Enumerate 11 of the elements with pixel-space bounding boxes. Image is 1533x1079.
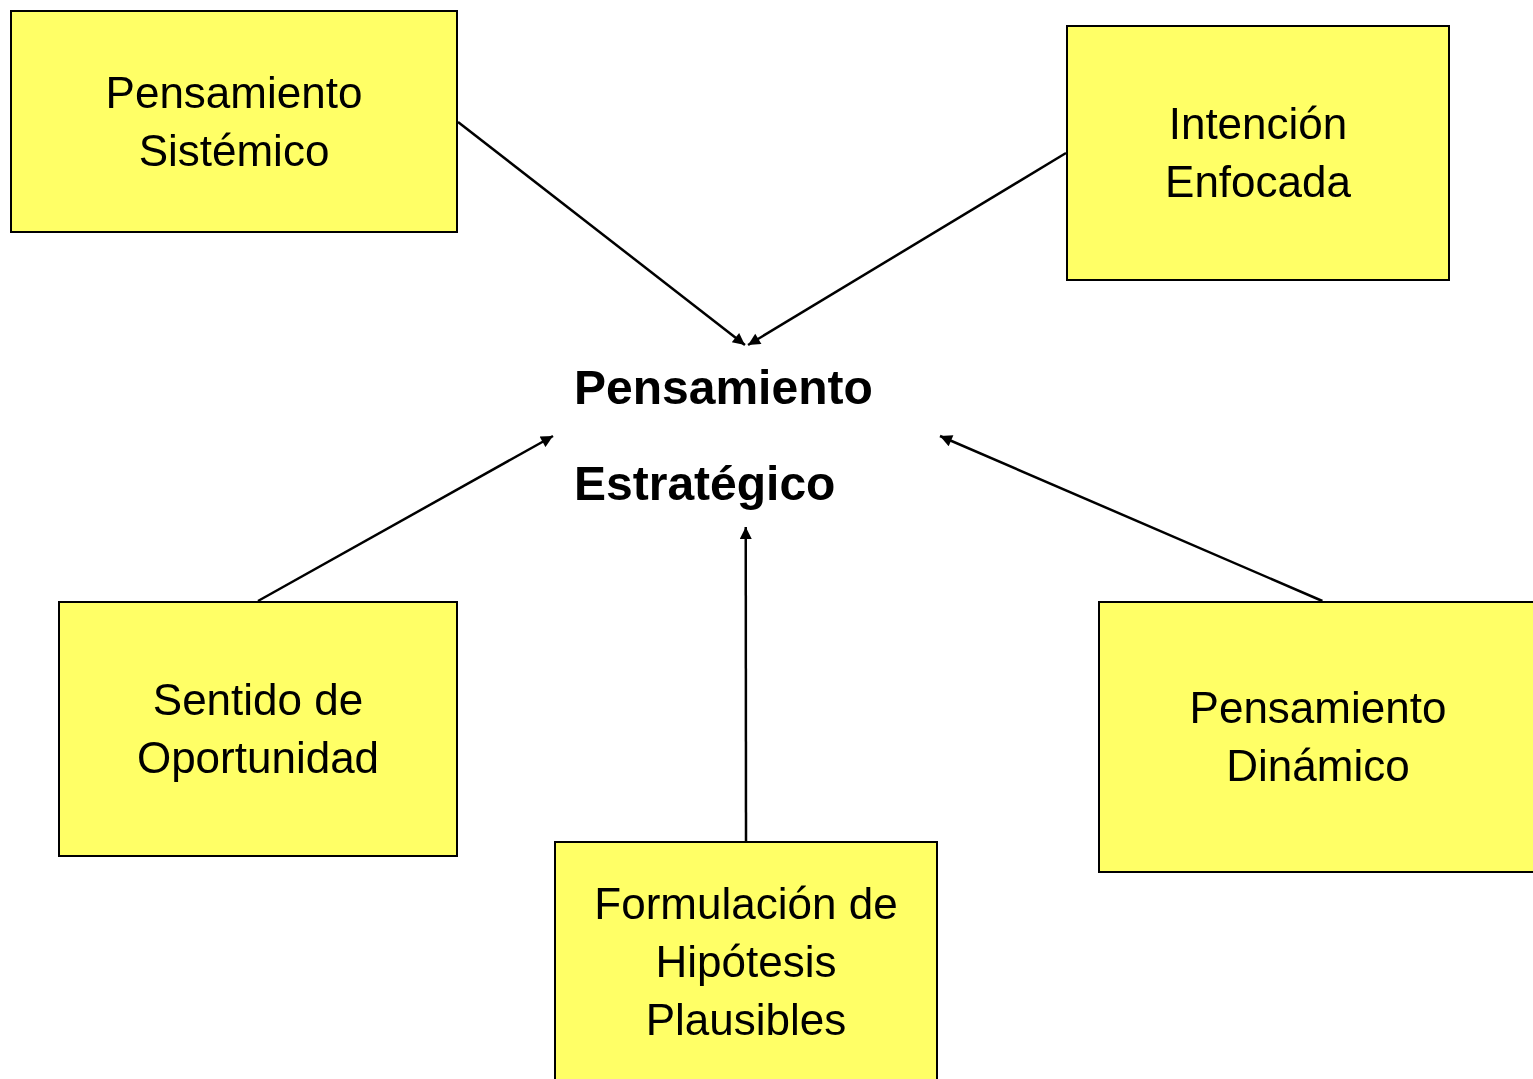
arrow	[457, 120, 746, 346]
arrow	[939, 434, 1323, 603]
concept-box: Pensamiento Dinámico	[1098, 601, 1533, 873]
central-concept: Pensamiento Estratégico	[553, 345, 940, 527]
arrow	[257, 434, 554, 603]
arrow	[739, 527, 752, 841]
concept-box: Formulación de Hipótesis Plausibles	[554, 841, 938, 1079]
concept-box: Pensamiento Sistémico	[10, 10, 458, 233]
concept-box: Sentido de Oportunidad	[58, 601, 458, 857]
concept-box: Intención Enfocada	[1066, 25, 1450, 281]
arrow	[747, 151, 1067, 347]
